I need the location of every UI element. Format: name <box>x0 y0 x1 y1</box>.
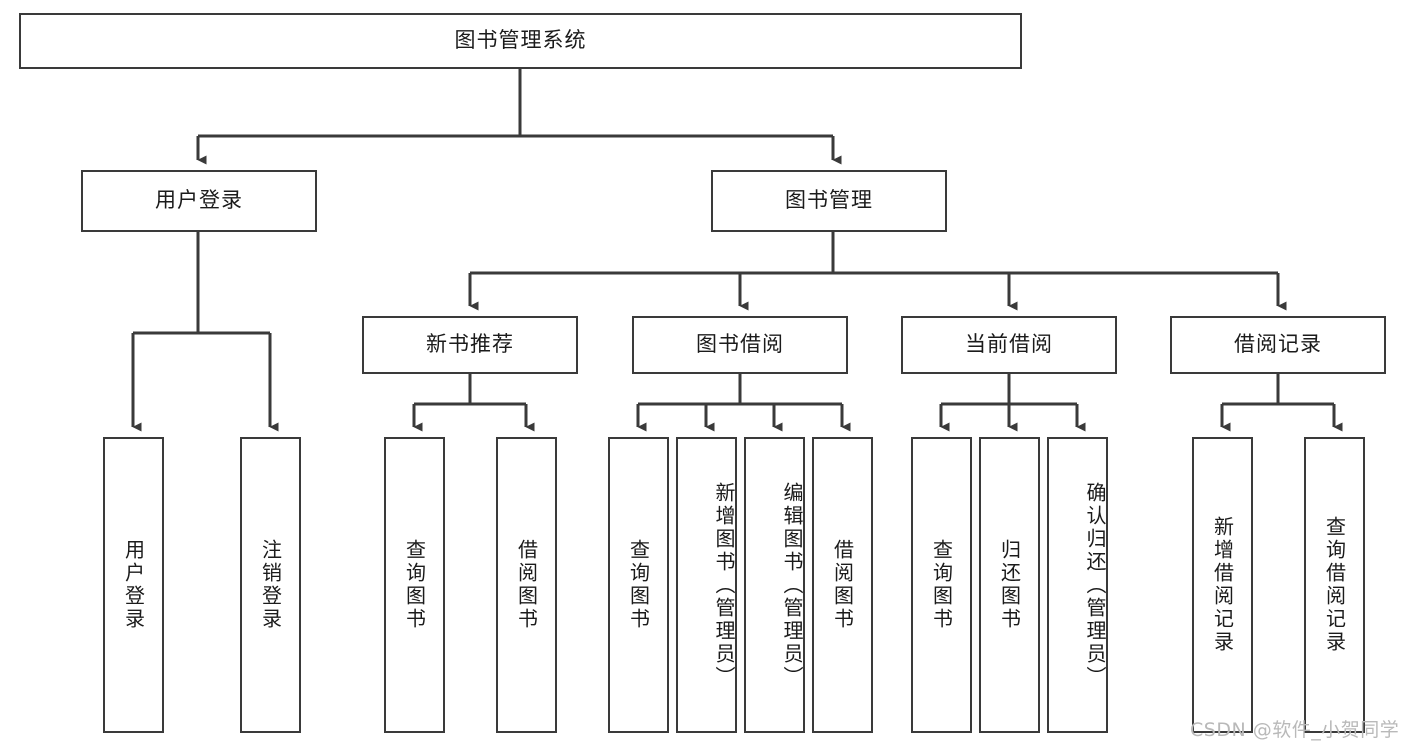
node-label: 借阅图书 <box>514 539 539 631</box>
node-label: 图书管理 <box>785 188 873 213</box>
leaf-edit-book-admin[interactable]: 编辑图书（管理员） <box>744 437 805 733</box>
leaf-return-books[interactable]: 归还图书 <box>979 437 1040 733</box>
node-label: 确认归还（管理员） <box>1083 481 1107 689</box>
node-label: 借阅图书 <box>830 539 855 631</box>
leaf-borrow-books-borrowing[interactable]: 借阅图书 <box>812 437 873 733</box>
leaf-user-login[interactable]: 用户登录 <box>103 437 164 733</box>
node-label: 注销登录 <box>258 539 283 631</box>
node-borrowing-records[interactable]: 借阅记录 <box>1170 316 1386 374</box>
leaf-query-borrow-record[interactable]: 查询借阅记录 <box>1304 437 1365 733</box>
node-book-management[interactable]: 图书管理 <box>711 170 947 232</box>
node-label: 新增借阅记录 <box>1210 516 1235 654</box>
node-label: 用户登录 <box>121 539 146 631</box>
node-root-book-management-system[interactable]: 图书管理系统 <box>19 13 1022 69</box>
leaf-logout[interactable]: 注销登录 <box>240 437 301 733</box>
node-user-login[interactable]: 用户登录 <box>81 170 317 232</box>
node-label: 查询借阅记录 <box>1322 516 1347 654</box>
leaf-query-books-recommend[interactable]: 查询图书 <box>384 437 445 733</box>
node-label: 查询图书 <box>402 539 427 631</box>
watermark-text: CSDN @软件_小贺同学 <box>1190 719 1400 741</box>
leaf-confirm-return-admin[interactable]: 确认归还（管理员） <box>1047 437 1108 733</box>
node-label: 归还图书 <box>997 539 1022 631</box>
leaf-add-book-admin[interactable]: 新增图书（管理员） <box>676 437 737 733</box>
node-current-borrowing[interactable]: 当前借阅 <box>901 316 1117 374</box>
node-label: 借阅记录 <box>1234 332 1322 357</box>
node-label: 图书借阅 <box>696 332 784 357</box>
leaf-query-books-borrowing[interactable]: 查询图书 <box>608 437 669 733</box>
node-label: 当前借阅 <box>965 332 1053 357</box>
node-label: 新增图书（管理员） <box>712 481 736 689</box>
node-label: 查询图书 <box>929 539 954 631</box>
leaf-query-books-current[interactable]: 查询图书 <box>911 437 972 733</box>
node-label: 图书管理系统 <box>454 28 587 53</box>
leaf-add-borrow-record[interactable]: 新增借阅记录 <box>1192 437 1253 733</box>
node-book-borrowing[interactable]: 图书借阅 <box>632 316 848 374</box>
node-label: 编辑图书（管理员） <box>780 481 804 689</box>
node-label: 新书推荐 <box>426 332 514 357</box>
node-label: 用户登录 <box>155 188 243 213</box>
node-new-book-recommendation[interactable]: 新书推荐 <box>362 316 578 374</box>
leaf-borrow-books-recommend[interactable]: 借阅图书 <box>496 437 557 733</box>
node-label: 查询图书 <box>626 539 651 631</box>
